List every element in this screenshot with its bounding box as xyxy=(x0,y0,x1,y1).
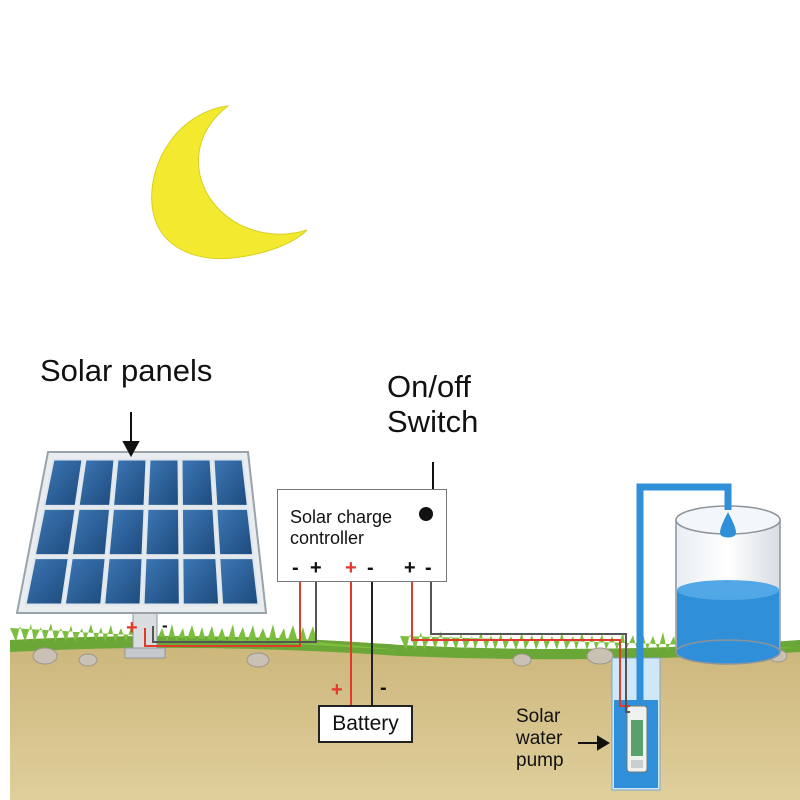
pump-label-line2: water xyxy=(516,728,563,749)
panel-plus-sign: + xyxy=(126,617,138,639)
switch-label-line2: Switch xyxy=(387,404,479,439)
controller-label-line1: Solar charge xyxy=(290,507,393,527)
panel-cell xyxy=(107,507,146,557)
moon-icon xyxy=(151,105,308,260)
switch-label-line1: On/off xyxy=(387,369,471,404)
delivery-pipe xyxy=(636,483,732,705)
battery-minus-sign: - xyxy=(380,677,387,699)
panel-cell xyxy=(212,458,249,507)
panel-cell xyxy=(24,557,70,606)
panel-cell xyxy=(181,557,221,606)
panel-minus-sign: - xyxy=(162,616,168,635)
well xyxy=(611,483,736,791)
on-off-switch-button[interactable] xyxy=(419,507,433,521)
pump-label-line1: Solar xyxy=(516,706,561,727)
panel-cell xyxy=(63,557,107,606)
water-pump-icon xyxy=(626,705,648,773)
panel-cell xyxy=(146,458,180,507)
panel-cell xyxy=(70,507,112,557)
terminal-minus-battery: - xyxy=(367,557,374,579)
panel-cell xyxy=(103,557,144,606)
panel-cell xyxy=(77,458,116,507)
panel-cell xyxy=(144,507,181,557)
terminal-minus-load: - xyxy=(425,557,432,579)
water-drop-icon xyxy=(720,512,736,538)
terminal-plus-battery: + xyxy=(345,557,357,579)
panel-cell xyxy=(142,557,181,606)
panel-cell xyxy=(180,507,218,557)
panel-cell xyxy=(180,458,215,507)
terminal-plus-load: + xyxy=(404,557,416,579)
battery: Battery xyxy=(318,705,413,743)
solar-panel-icon xyxy=(15,451,268,614)
terminal-plus-panel: + xyxy=(310,557,322,579)
charge-controller xyxy=(277,489,447,582)
solar-panels-label: Solar panels xyxy=(40,353,213,388)
panel-cell xyxy=(33,507,77,557)
water-tank xyxy=(675,505,781,665)
panel-cell xyxy=(218,557,260,606)
panel-cell xyxy=(215,507,255,557)
terminal-minus-panel: - xyxy=(292,557,299,579)
panel-cell xyxy=(42,458,84,507)
panel-cell xyxy=(111,458,148,507)
pump-label-line3: pump xyxy=(516,750,564,771)
controller-label-line2: controller xyxy=(290,528,365,548)
battery-plus-sign: + xyxy=(331,679,343,701)
wiring xyxy=(144,582,630,713)
battery-label: Battery xyxy=(332,712,399,735)
